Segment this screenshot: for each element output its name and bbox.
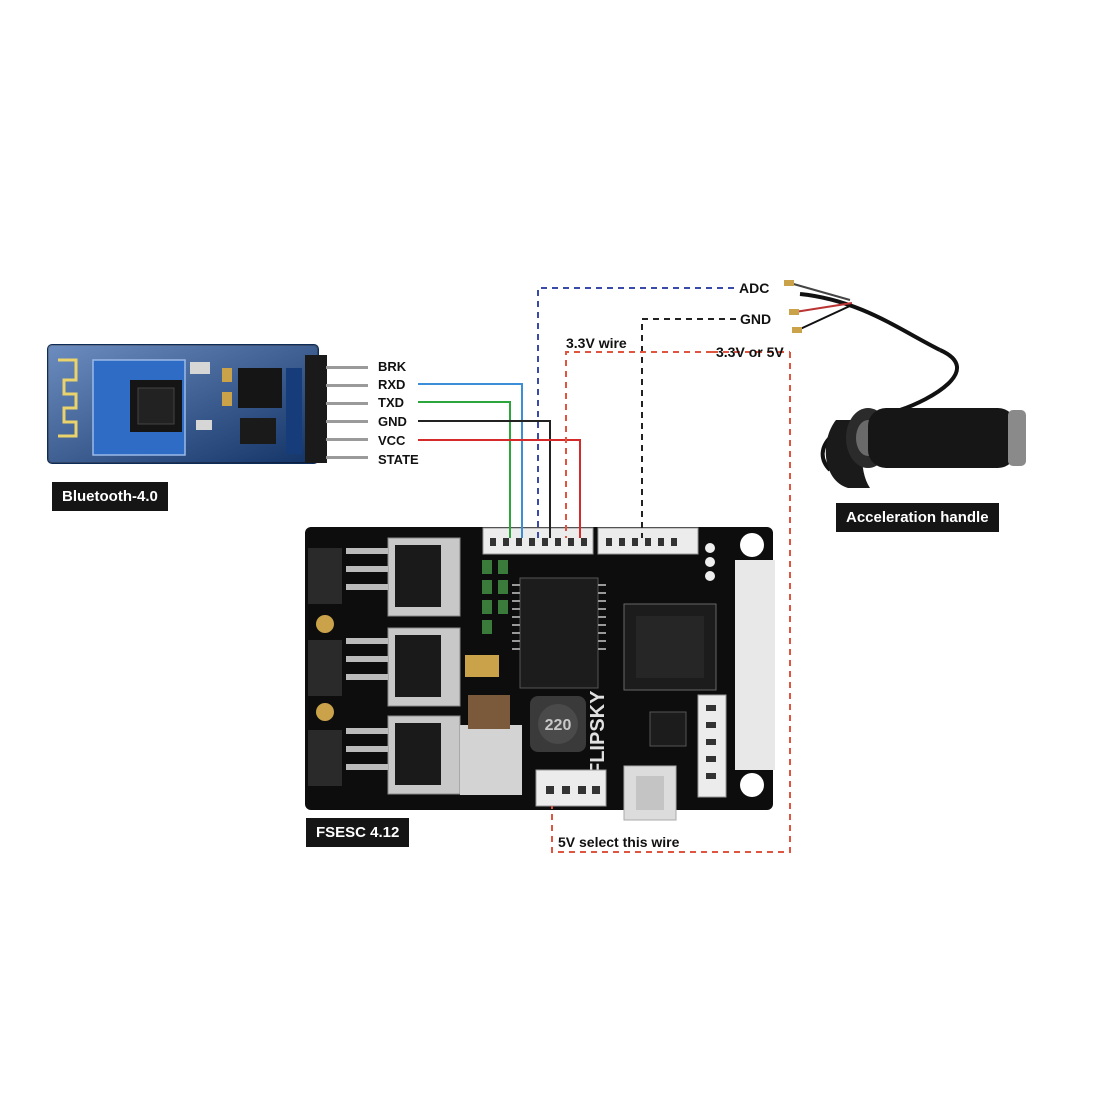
wire-adc-gnd — [641, 318, 736, 538]
grip — [868, 408, 1016, 468]
inductor-marking: 220 — [545, 717, 572, 734]
flipsky-logo: FLIPSKY — [587, 690, 609, 775]
wire-label-3v3-or-5v: 3.3V or 5V — [716, 344, 784, 360]
caption-esc: FSESC 4.12 — [306, 818, 410, 847]
wire-5v-select — [551, 352, 791, 853]
wire-3v3 — [565, 351, 712, 538]
bluetooth-module — [47, 344, 368, 464]
pin-label-vcc: VCC — [378, 433, 406, 448]
caption-bluetooth: Bluetooth-4.0 — [52, 482, 168, 511]
pin-label-txd: TXD — [378, 395, 404, 410]
bluetooth-header — [305, 355, 327, 463]
wire-label-3v3: 3.3V wire — [566, 335, 627, 351]
acceleration-handle — [784, 280, 1026, 488]
wire-adc — [537, 287, 734, 538]
handle-cable — [799, 292, 941, 352]
wire-vcc — [418, 439, 581, 538]
wire-label-5v-select: 5V select this wire — [558, 834, 680, 850]
bluetooth-pins — [326, 366, 368, 459]
mosfet-3 — [346, 715, 461, 795]
side-connector — [697, 694, 727, 798]
tantalum-cap — [468, 695, 510, 729]
pin-label-gnd: GND — [378, 414, 407, 429]
caption-handle: Acceleration handle — [836, 503, 999, 532]
wire-txd — [418, 401, 511, 538]
mount-hole — [740, 773, 764, 797]
mosfet-2 — [346, 627, 461, 707]
uart-connector — [482, 527, 594, 555]
wire-rxd — [418, 383, 523, 538]
antenna-trace — [58, 358, 78, 438]
driver-chip — [519, 577, 599, 689]
pin-label-brk: BRK — [378, 359, 407, 374]
wire-gnd — [418, 420, 551, 538]
mount-hole — [740, 533, 764, 557]
wire-label-adc: ADC — [739, 280, 770, 296]
wires — [418, 287, 791, 853]
adc-connector — [597, 527, 699, 555]
regulator-chip — [238, 368, 282, 408]
mosfet-1 — [346, 537, 461, 617]
pin-label-rxd: RXD — [378, 377, 406, 392]
pin-label-state: STATE — [378, 452, 419, 467]
wire-label-gnd: GND — [740, 311, 772, 327]
esc-board: 220 FLIPSKY — [305, 527, 775, 821]
